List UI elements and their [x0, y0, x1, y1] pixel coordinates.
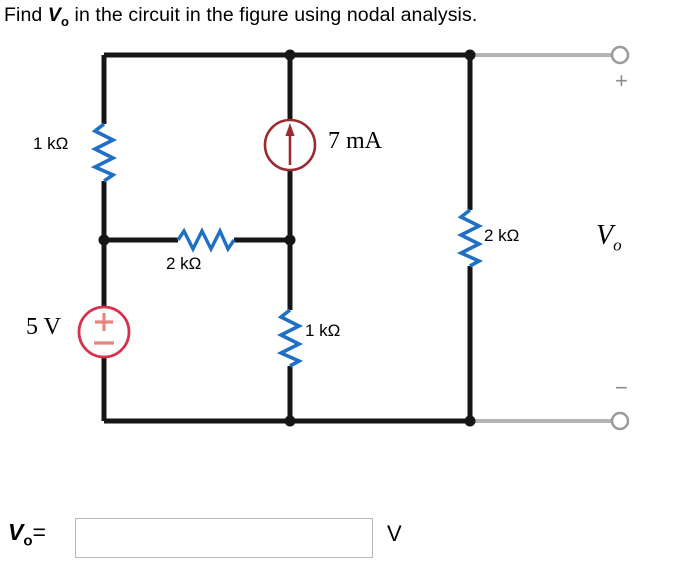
resistor-middle-symbol	[276, 308, 304, 368]
page-title: Find Vo in the circuit in the figure usi…	[4, 4, 477, 29]
question-variable: V	[47, 4, 61, 26]
current-source-label: 7 mA	[328, 128, 382, 154]
resistor-right-symbol	[456, 208, 484, 268]
voltage-source-label: 5 V	[26, 314, 61, 340]
resistor-left-symbol	[90, 122, 118, 183]
question-suffix: in the circuit in the figure using nodal…	[69, 4, 478, 26]
output-voltage-subscript: o	[613, 235, 622, 255]
current-source-arrow-head	[285, 123, 295, 136]
junction-dot-middle-left	[98, 234, 110, 246]
resistor-left-label: 1 kΩ	[33, 134, 69, 153]
junction-dot-middle-center	[284, 234, 296, 246]
resistor-middle-label: 1 kΩ	[305, 321, 341, 340]
answer-unit-label: V	[387, 521, 402, 546]
answer-label: Vo=	[8, 519, 46, 550]
junction-dot-top-middle	[284, 49, 296, 61]
output-terminal-bottom	[610, 411, 630, 431]
voltage-source-symbol	[77, 305, 131, 359]
circuit-diagram: 1 kΩ 2 kΩ 1 kΩ 2 kΩ 7 mA 5 V Vo + −	[0, 38, 690, 458]
output-voltage-variable: V	[596, 220, 614, 251]
answer-label-variable: V	[8, 519, 24, 545]
question-variable-subscript: o	[60, 13, 70, 29]
answer-label-equals: =	[32, 519, 46, 545]
resistor-horizontal-symbol	[176, 227, 236, 253]
question-prefix: Find	[4, 4, 48, 26]
junction-dot-top-right	[464, 49, 476, 61]
junction-dot-bottom-right	[464, 415, 476, 427]
junction-dot-bottom-middle	[284, 415, 296, 427]
output-voltage-label: Vo	[596, 220, 622, 256]
answer-row: Vo= V	[0, 505, 690, 575]
output-terminal-minus-sign: −	[615, 375, 628, 400]
answer-input[interactable]	[75, 518, 373, 558]
resistor-right-label: 2 kΩ	[484, 226, 520, 245]
output-terminal-top	[610, 45, 630, 65]
circuit-svg	[77, 45, 630, 431]
answer-label-subscript: o	[23, 532, 33, 550]
resistor-horizontal-label: 2 kΩ	[166, 254, 202, 273]
output-terminal-plus-sign: +	[615, 68, 628, 93]
